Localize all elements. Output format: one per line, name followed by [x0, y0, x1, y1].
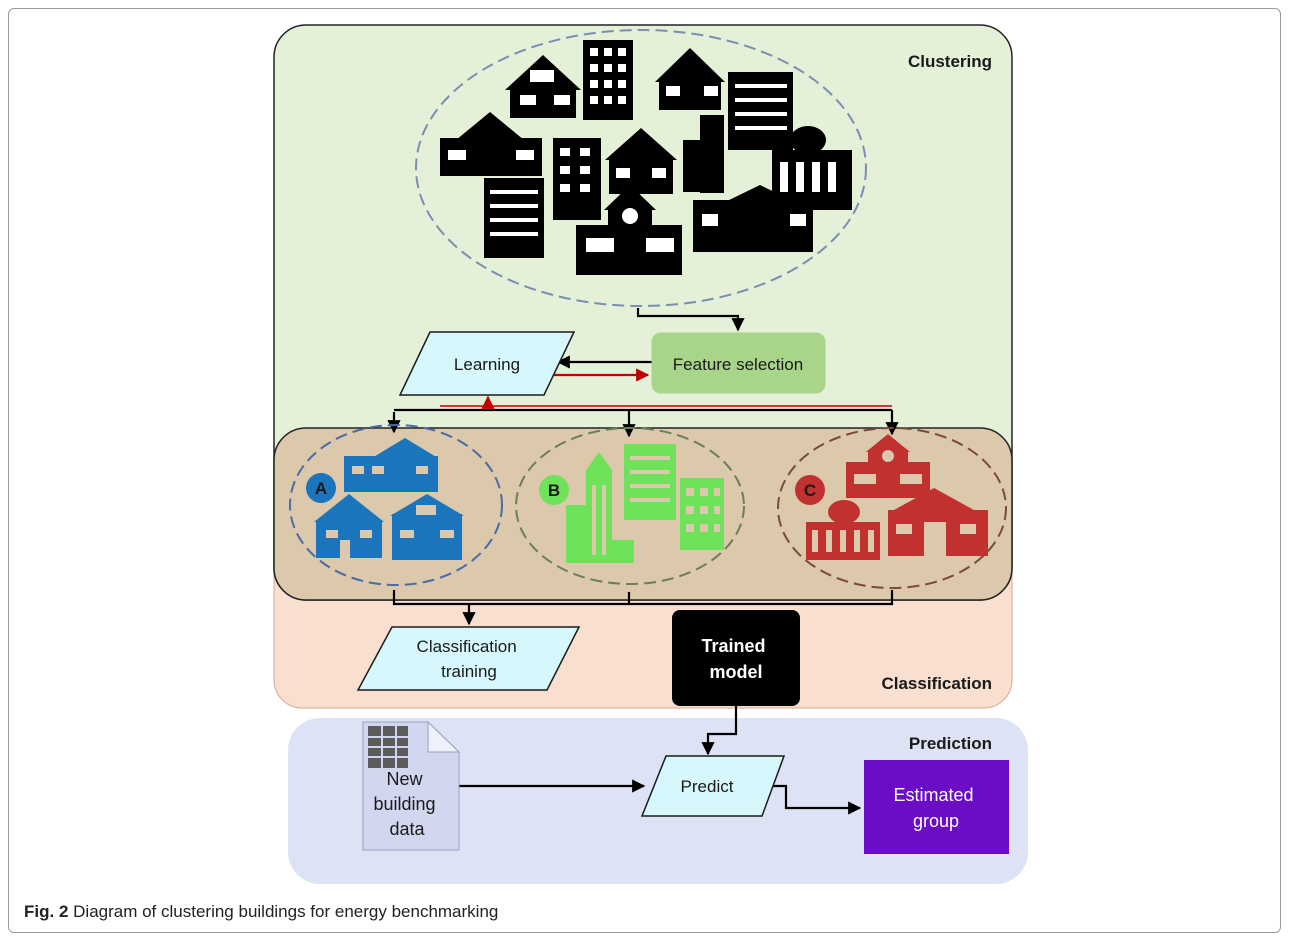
- new-building-data-line-2: building: [373, 794, 435, 814]
- trained-model-line-2: model: [709, 662, 762, 682]
- trained-model-node: [672, 610, 800, 706]
- classification-training-label: Classification training: [417, 637, 522, 681]
- classification-training-node: [356, 626, 581, 691]
- prediction-title: Prediction: [909, 734, 992, 753]
- cluster-a-label: A: [315, 479, 327, 498]
- feature-selection-label: Feature selection: [673, 355, 803, 374]
- cluster-b-badge: [539, 475, 569, 505]
- caption-text: Diagram of clustering buildings for ener…: [73, 902, 499, 921]
- figure-caption: Fig. 2 Diagram of clustering buildings f…: [24, 902, 498, 922]
- arrow-predict-to-estimated: [770, 784, 862, 815]
- cluster-b-windows: [592, 456, 720, 555]
- document-fold: [427, 720, 461, 753]
- arrow-pool-to-feature: [636, 308, 745, 332]
- new-building-data-label: New building data: [373, 769, 440, 839]
- building-pool-ellipse: [415, 29, 867, 307]
- estimated-group-line-2: group: [913, 811, 959, 831]
- learning-label: Learning: [454, 355, 520, 374]
- estimated-group-label: Estimated group: [893, 785, 978, 831]
- cluster-c-ellipse: [777, 427, 1007, 589]
- connectors: [387, 308, 899, 815]
- cluster-c-label: C: [804, 481, 816, 500]
- cluster-c-windows: [812, 450, 976, 556]
- classification-title: Classification: [881, 674, 992, 693]
- buildings-group-icon: [440, 40, 852, 275]
- feature-selection-node: [651, 332, 826, 394]
- estimated-group-node: [864, 760, 1009, 854]
- new-building-data-line-3: data: [389, 819, 425, 839]
- predict-node: [640, 755, 786, 817]
- spreadsheet-icon: [368, 726, 408, 768]
- cluster-a-windows: [326, 466, 454, 558]
- cluster-b-ellipse: [515, 427, 745, 585]
- clustering-title: Clustering: [908, 52, 992, 71]
- cluster-a-badge: [306, 473, 336, 503]
- figure-frame: [8, 8, 1281, 933]
- cluster-b-label: B: [548, 481, 560, 500]
- arrow-model-to-predict: [701, 706, 738, 756]
- estimated-group-line-1: Estimated: [893, 785, 973, 805]
- buildings-windows: [448, 48, 836, 252]
- learning-node: [398, 331, 576, 396]
- trained-model-line-1: Trained: [701, 636, 765, 656]
- caption-figure-number: Fig. 2: [24, 902, 69, 921]
- predict-label: Predict: [681, 777, 734, 796]
- classification-training-line-2: training: [441, 662, 497, 681]
- new-building-data-line-1: New: [386, 769, 423, 789]
- cluster-collect-bar: [392, 590, 894, 606]
- trained-model-label: Trained model: [701, 636, 770, 682]
- classification-training-line-1: Classification: [417, 637, 517, 656]
- cluster-c-badge: [795, 475, 825, 505]
- cluster-a-ellipse: [289, 424, 503, 586]
